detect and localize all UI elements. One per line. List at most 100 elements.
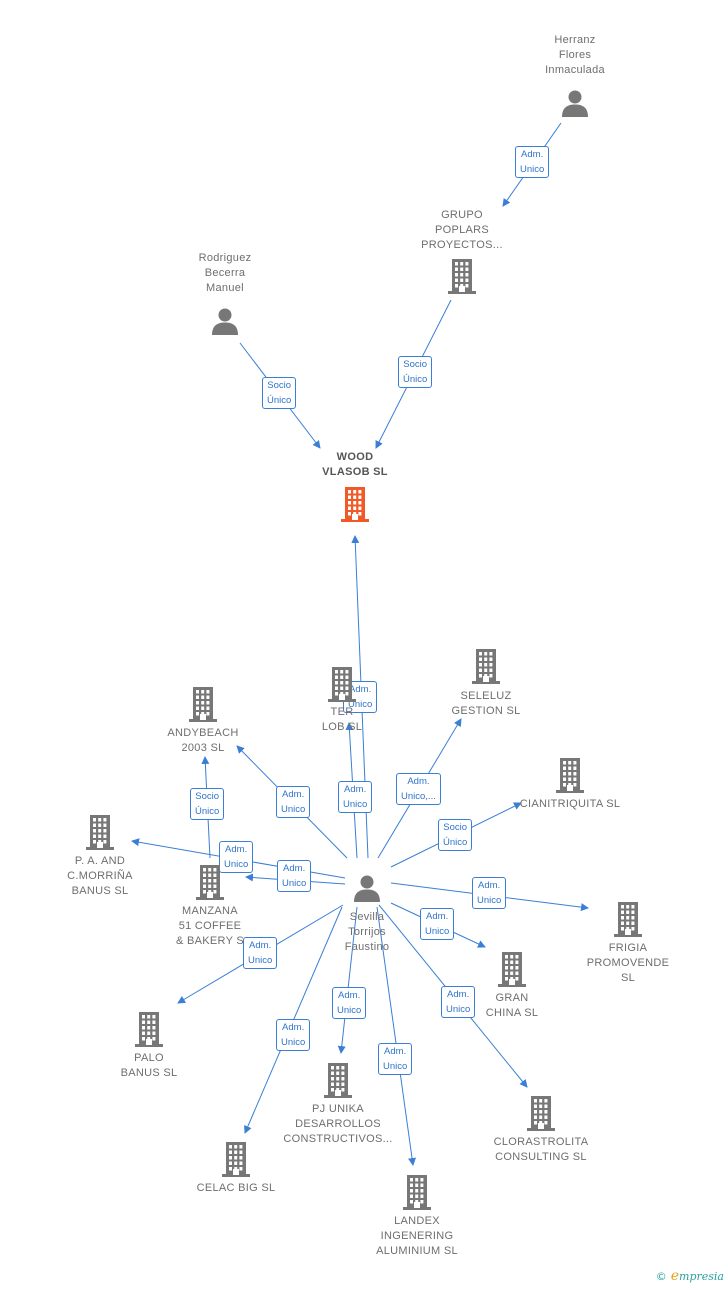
- edge-label-line: Socio: [195, 791, 220, 802]
- node-label-line: & BAKERY S: [175, 935, 245, 947]
- node-label-line: LOB SL: [321, 721, 363, 733]
- edge-label-line: Socio: [267, 380, 292, 391]
- building-icon-pa[interactable]: [85, 814, 115, 850]
- edge-label-sevilla-to-landex[interactable]: Adm.Unico: [378, 1043, 413, 1075]
- building-icon-pjunika[interactable]: [323, 1062, 353, 1098]
- edge-label-line: Único: [195, 806, 220, 817]
- edge-label-sevilla-to-palo[interactable]: Adm.Unico: [243, 937, 278, 969]
- edge-label-line: Único: [403, 374, 428, 385]
- building-icon-landex[interactable]: [402, 1174, 432, 1210]
- edge-label-sevilla-to-manzana[interactable]: Adm.Unico: [277, 860, 312, 892]
- node-label-line: CLORASTROLITA: [493, 1136, 589, 1148]
- node-label-clorastrolita[interactable]: CLORASTROLITA CONSULTING SL: [471, 1135, 611, 1165]
- node-label-palo[interactable]: PALO BANUS SL: [79, 1051, 219, 1081]
- edge-label-line: Adm.: [338, 990, 361, 1001]
- building-icon-celac[interactable]: [221, 1141, 251, 1177]
- person-icon-sevilla[interactable]: [352, 873, 382, 903]
- node-label-line: BANUS SL: [120, 1067, 178, 1079]
- edge-label-line: Unico: [337, 1005, 362, 1016]
- edge-label-line: Unico: [343, 799, 368, 810]
- node-label-line: INGENERING: [380, 1230, 454, 1242]
- edge-label-line: Unico: [520, 164, 545, 175]
- edge-label-line: Unico: [282, 878, 307, 889]
- edge-label-line: Adm.: [426, 911, 449, 922]
- person-icon-rodriguez[interactable]: [210, 306, 240, 336]
- edge-label-sevilla-to-pjunika[interactable]: Adm. Unico: [332, 987, 367, 1019]
- building-icon-wood[interactable]: [340, 486, 370, 522]
- node-label-line: CIANITRIQUITA SL: [519, 798, 621, 810]
- edge-label-line: Unico: [224, 859, 249, 870]
- node-label-line: WOOD: [336, 451, 374, 463]
- building-icon-frigia[interactable]: [613, 901, 643, 937]
- node-label-line: ALUMINIUM SL: [376, 1245, 458, 1257]
- building-icon-cianitriquita[interactable]: [555, 757, 585, 793]
- edge-label-sevilla-to-seleluz[interactable]: Adm.Unico,...: [396, 773, 441, 805]
- node-label-line: Manuel: [206, 282, 244, 294]
- building-icon-grupo[interactable]: [447, 258, 477, 294]
- edge-label-line: Adm.: [447, 989, 470, 1000]
- edge-label-line: Adm.: [384, 1046, 407, 1057]
- node-label-cianitriquita[interactable]: CIANITRIQUITA SL: [500, 797, 640, 812]
- edge-label-line: Unico: [281, 804, 306, 815]
- edge-label-herranz-to-grupo[interactable]: Adm.Unico: [515, 146, 550, 178]
- edge-label-sevilla-to-celac[interactable]: Adm.Unico: [276, 1019, 311, 1051]
- node-label-line: CONSTRUCTIVOS...: [283, 1133, 393, 1145]
- node-label-line: CONSULTING SL: [495, 1151, 587, 1163]
- node-label-line: Flores: [558, 49, 592, 61]
- node-label-line: MANZANA: [182, 905, 238, 917]
- building-icon-clorastrolita[interactable]: [526, 1095, 556, 1131]
- edge-label-line: Adm.: [478, 880, 501, 891]
- edge-label-sevilla-to-granchina[interactable]: Adm. Unico: [420, 908, 455, 940]
- copyright-symbol: ©: [655, 1270, 667, 1283]
- node-label-line: 2003 SL: [181, 742, 225, 754]
- edge-label-line: Unico: [477, 895, 502, 906]
- building-icon-seleluz[interactable]: [471, 648, 501, 684]
- edge-label-line: Unico: [248, 955, 273, 966]
- node-label-line: Becerra: [204, 267, 246, 279]
- edge-label-sevilla-to-terlob[interactable]: Adm.Unico: [338, 781, 373, 813]
- brand-initial: e: [670, 1268, 680, 1284]
- building-icon-granchina[interactable]: [497, 951, 527, 987]
- edge-label-sevilla-to-pa[interactable]: Adm.Unico: [219, 841, 254, 873]
- building-icon-terlob[interactable]: [327, 666, 357, 702]
- edge-label-line: Unico: [425, 926, 450, 937]
- edge-label-line: Unico,...: [401, 791, 436, 802]
- building-icon-andybeach[interactable]: [188, 686, 218, 722]
- edge-label-sevilla-to-clorastrolita[interactable]: Adm.Unico: [441, 986, 476, 1018]
- person-icon-herranz[interactable]: [560, 88, 590, 118]
- edge-label-line: Adm.: [349, 684, 372, 695]
- building-icon-palo[interactable]: [134, 1011, 164, 1047]
- edge-label-sevilla-to-frigia[interactable]: Adm. Unico: [472, 877, 507, 909]
- node-label-line: Inmaculada: [545, 64, 605, 76]
- node-label-line: SL: [620, 972, 636, 984]
- node-label-line: PJ UNIKA: [312, 1103, 364, 1115]
- building-icon-manzana[interactable]: [195, 864, 225, 900]
- edge-label-sevilla-to-andybeach[interactable]: Adm.Unico: [276, 786, 311, 818]
- node-label-line: PALO: [134, 1052, 164, 1064]
- empresia-logo[interactable]: ©empresia: [656, 1268, 724, 1284]
- node-label-line: P. A. AND: [74, 855, 126, 867]
- node-label-line: PROYECTOS...: [421, 239, 503, 251]
- node-label-line: CHINA SL: [485, 1007, 539, 1019]
- node-label-line: Rodriguez: [198, 252, 252, 264]
- node-label-celac[interactable]: CELAC BIG SL: [166, 1181, 306, 1196]
- node-label-line: GESTION SL: [451, 705, 521, 717]
